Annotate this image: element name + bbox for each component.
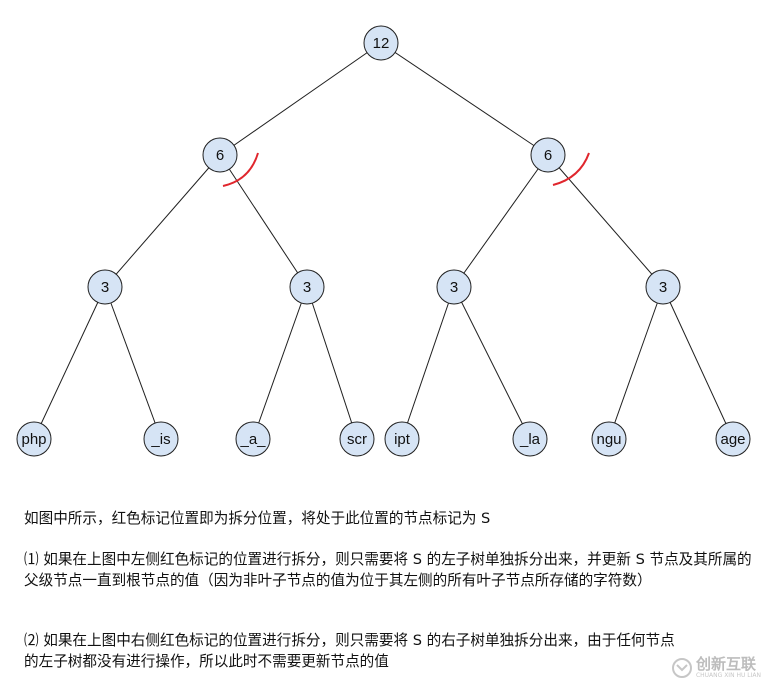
node-label: php [21,431,46,448]
node-label: age [720,431,745,448]
node-circle [436,269,472,305]
tree-node-leaf6: _la [512,421,548,457]
node-circle [715,421,751,457]
node-circle [512,421,548,457]
tree-node-leaf8: age [715,421,751,457]
rope-tree-diagram: 12 6 6 3 3 3 3 php _is _a_ scr ipt _la ngu age [16,25,751,457]
tree-edge-ll-leaf2 [104,286,162,440]
tree-edge-l-ll [104,154,221,288]
watermark-name: 创新互联 [695,655,756,673]
tree-node-lr: 3 [289,269,325,305]
node-circle [202,137,238,173]
node-label: _la [519,431,541,448]
split-mark-l-right-edge [222,152,259,187]
node-circle [87,269,123,305]
tree-node-ll: 3 [87,269,123,305]
left-split-paragraph: ⑴ 如果在上图中左侧红色标记的位置进行拆分，则只需要将 S 的左子树单独拆分出来… [24,551,752,589]
node-circle [645,269,681,305]
tree-edge-ll-leaf1 [33,286,106,440]
node-label: _is [150,431,170,448]
tree-edge-root-l [219,42,382,156]
tree-edge-rl-leaf5 [401,286,455,440]
node-circle [235,421,271,457]
tree-node-l: 6 [202,137,238,173]
node-circle [363,25,399,61]
tree-node-leaf3: _a_ [235,421,271,457]
tree-edge-lr-leaf3 [252,286,308,440]
node-circle [339,421,375,457]
node-circle [143,421,179,457]
split-marks [222,152,590,187]
watermark-subtitle: CHUANG XIN HU LIAN [695,672,761,679]
node-circle [289,269,325,305]
tree-edge-root-r [380,42,549,156]
node-circle [591,421,627,457]
node-circle [16,421,52,457]
watermark: 创新互联 CHUANG XIN HU LIAN [671,657,761,679]
tree-edge-rl-leaf6 [453,286,531,440]
tree-node-leaf5: ipt [384,421,420,457]
tree-node-leaf2: _is [143,421,179,457]
tree-node-rl: 3 [436,269,472,305]
tree-node-r: 6 [530,137,566,173]
tree-edge-r-rr [547,154,664,288]
node-label: 6 [216,147,224,164]
node-label: 3 [101,279,109,296]
node-circle [530,137,566,173]
tree-edge-r-rl [453,154,549,288]
node-label: 12 [373,35,390,52]
tree-node-leaf4: scr [339,421,375,457]
node-label: 3 [659,279,667,296]
node-label: ngu [596,431,621,448]
tree-node-leaf7: ngu [591,421,627,457]
tree-edge-rr-leaf7 [608,286,664,440]
split-mark-r-left-edge [552,152,590,186]
tree-nodes: 12 6 6 3 3 3 3 php _is _a_ scr ipt _la ngu age [16,25,751,457]
tree-edge-l-lr [219,154,308,288]
logo-icon [671,658,692,678]
tree-edge-rr-leaf8 [662,286,734,440]
tree-node-leaf1: php [16,421,52,457]
node-label: 3 [450,279,458,296]
tree-node-rr: 3 [645,269,681,305]
node-label: scr [347,431,367,448]
node-label: _a_ [239,431,266,448]
tree-node-root: 12 [363,25,399,61]
tree-edge-lr-leaf4 [306,286,358,440]
node-label: 6 [544,147,552,164]
node-label: 3 [303,279,311,296]
intro-paragraph: 如图中所示，红色标记位置即为拆分位置，将处于此位置的节点标记为 S [24,510,491,527]
tree-edges [33,42,734,440]
node-circle [384,421,420,457]
node-label: ipt [394,431,411,448]
right-split-paragraph: ⑵ 如果在上图中右侧红色标记的位置进行拆分，则只需要将 S 的右子树单独拆分出来… [24,632,675,670]
